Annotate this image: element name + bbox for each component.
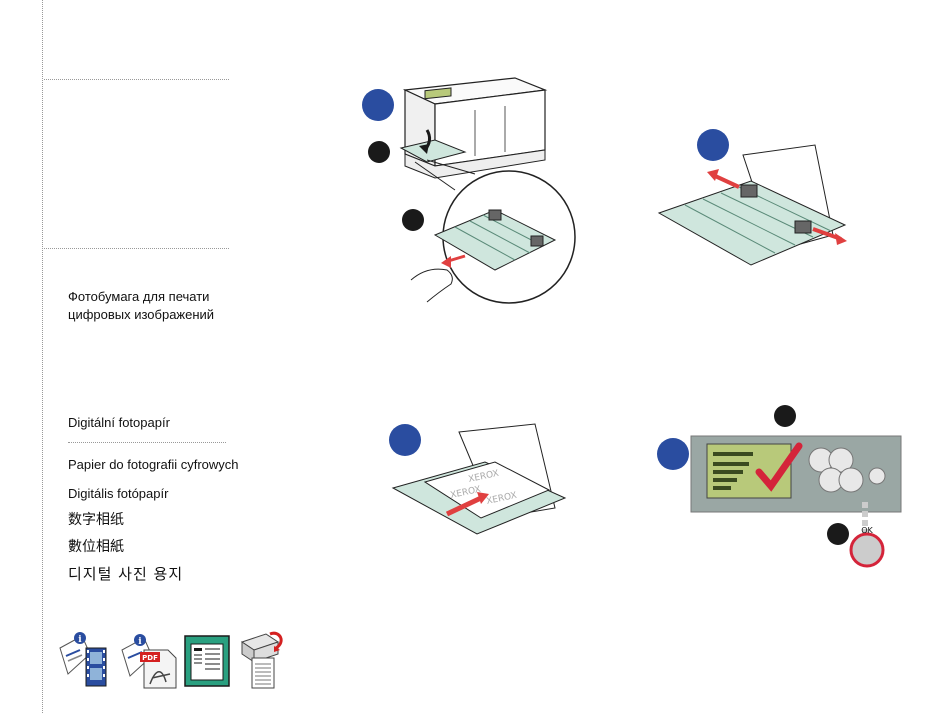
step2-adjust-guides-illustration <box>655 125 855 280</box>
svg-text:PDF: PDF <box>142 654 158 662</box>
chinese-simplified-title: 数字相纸 <box>68 511 124 529</box>
chinese-traditional-title: 數位相紙 <box>68 538 124 556</box>
step4-control-panel-illustration: OK <box>655 402 905 577</box>
polish-title: Papier do fotografii cyfrowych <box>68 456 239 474</box>
korean-title: 디지털 사진 용지 <box>68 565 183 583</box>
czech-title: Digitální fotopapír <box>68 414 170 432</box>
step3-load-paper-illustration: XEROX XEROX XEROX <box>385 418 585 563</box>
divider-1 <box>44 79 229 80</box>
pdf-document-icon[interactable]: i PDF <box>118 628 180 695</box>
step1-open-tray-illustration <box>355 70 585 310</box>
info-video-icon[interactable]: i <box>52 628 114 695</box>
divider-2 <box>44 248 229 249</box>
svg-text:i: i <box>138 637 142 647</box>
printer-page-icon[interactable] <box>236 628 288 695</box>
russian-text: Фотобумага для печати цифровых изображен… <box>68 288 228 324</box>
web-browser-icon[interactable] <box>183 632 233 693</box>
left-margin-line <box>42 0 43 713</box>
ok-button-label: OK <box>861 526 873 535</box>
hungarian-title: Digitális fotópapír <box>68 485 168 503</box>
russian-title: Фотобумага для печати цифровых изображен… <box>68 288 228 324</box>
divider-3 <box>68 442 226 443</box>
svg-text:i: i <box>78 635 82 645</box>
